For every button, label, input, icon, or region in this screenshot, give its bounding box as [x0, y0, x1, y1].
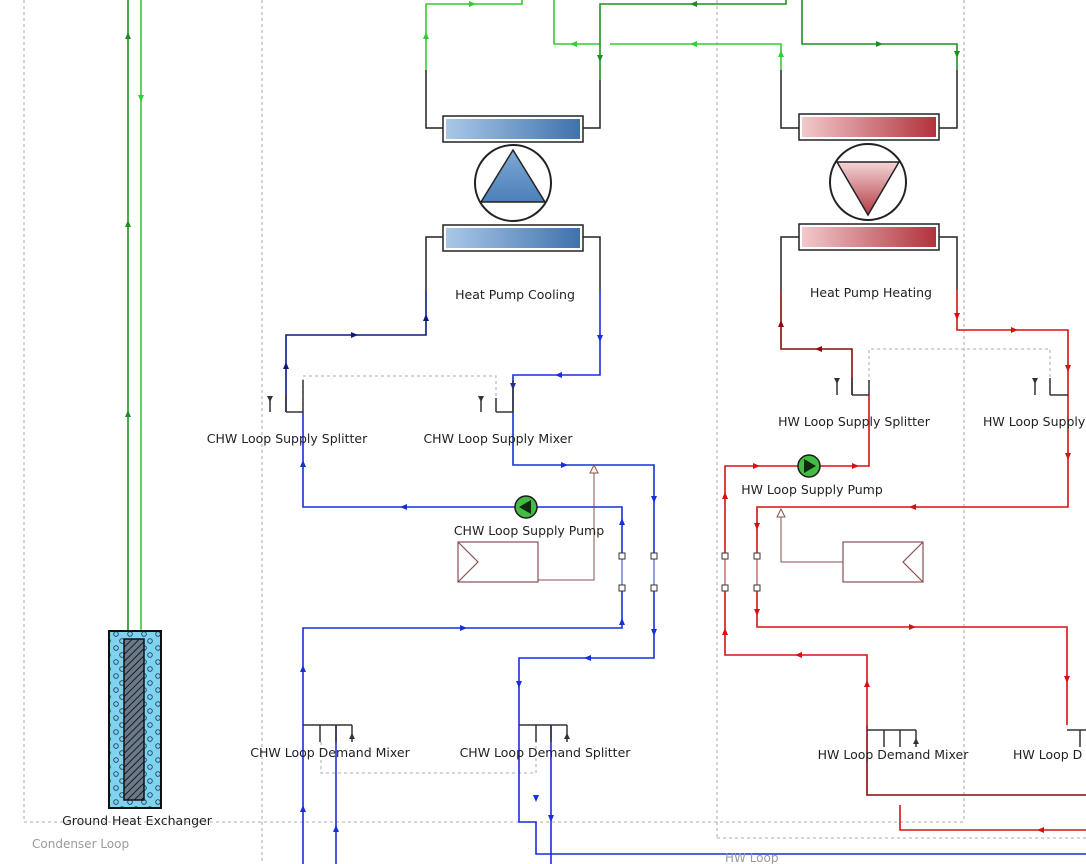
- label-ground-heat-exchanger: Ground Heat Exchanger: [62, 813, 213, 828]
- control-lines: [538, 470, 843, 590]
- chw-demand-splitter[interactable]: [519, 724, 568, 742]
- borehole-pipe: [123, 638, 145, 801]
- labels: Heat Pump Cooling Heat Pump Heating CHW …: [32, 285, 1086, 864]
- setpoint-nodes: [589, 463, 786, 592]
- flow-arrows: [125, 1, 1071, 833]
- heat-pump-stubs: [425, 70, 958, 290]
- label-chw-demand-mixer: CHW Loop Demand Mixer: [250, 745, 410, 760]
- heat-pump-cooling[interactable]: [442, 115, 584, 252]
- hw-supply-pump[interactable]: [797, 454, 821, 478]
- hw-demand-splitter[interactable]: [1067, 729, 1086, 747]
- hw-supply-splitter[interactable]: [836, 378, 870, 396]
- triangle-down-icon: [835, 161, 901, 217]
- hw-setpoint-manager[interactable]: [842, 541, 924, 583]
- triangle-up-icon: [479, 148, 547, 203]
- chw-supply-mixer[interactable]: [480, 380, 514, 413]
- chw-demand-mixer[interactable]: [303, 724, 353, 742]
- label-hw-supply-splitter: HW Loop Supply Splitter: [778, 414, 931, 429]
- hw-demand-mixer[interactable]: [867, 729, 917, 747]
- ground-heat-exchanger[interactable]: [108, 630, 162, 809]
- label-hw-supply-pump: HW Loop Supply Pump: [741, 482, 883, 497]
- pump-right-icon: [804, 459, 816, 473]
- label-chw-supply-pump: CHW Loop Supply Pump: [454, 523, 604, 538]
- chw-supply-pump[interactable]: [514, 495, 538, 519]
- label-chw-demand-splitter: CHW Loop Demand Splitter: [460, 745, 632, 760]
- label-heat-pump-heating: Heat Pump Heating: [810, 285, 932, 300]
- hw-supply-mixer[interactable]: [1034, 378, 1068, 396]
- label-hw-demand-splitter: HW Loop D: [1013, 747, 1082, 762]
- label-hw-supply-mixer: HW Loop Supply: [983, 414, 1086, 429]
- chw-setpoint-manager[interactable]: [457, 541, 539, 583]
- pump-left-icon: [519, 500, 531, 514]
- label-chw-supply-splitter: CHW Loop Supply Splitter: [207, 431, 368, 446]
- label-hw-loop: HW Loop: [725, 851, 778, 864]
- label-hw-demand-mixer: HW Loop Demand Mixer: [818, 747, 970, 762]
- label-condenser-loop: Condenser Loop: [32, 837, 129, 851]
- label-heat-pump-cooling: Heat Pump Cooling: [455, 287, 575, 302]
- mixer-arrowheads: [267, 378, 1038, 744]
- heat-pump-heating[interactable]: [798, 113, 940, 251]
- label-chw-supply-mixer: CHW Loop Supply Mixer: [423, 431, 573, 446]
